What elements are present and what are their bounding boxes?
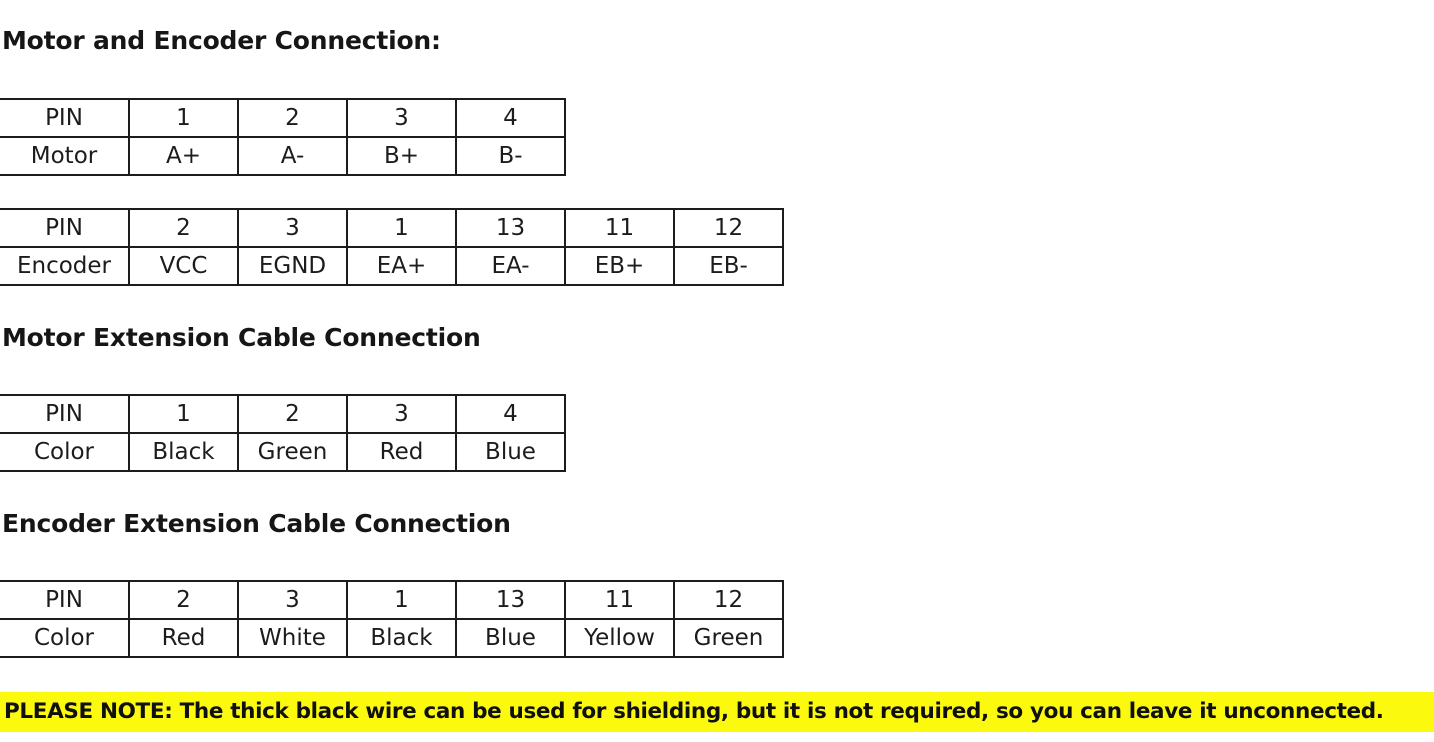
motor-ext-pin-3: 3 [346, 394, 457, 434]
page-title-motor-encoder: Motor and Encoder Connection: [2, 26, 441, 55]
encoder-ext-pin-2: 3 [237, 580, 348, 620]
encoder-ext-color-5: Yellow [564, 618, 675, 658]
encoder-ext-color-3: Black [346, 618, 457, 658]
encoder-ext-color-1: Red [128, 618, 239, 658]
motor-ext-color-4: Blue [455, 432, 566, 472]
motor-ext-color-2: Green [237, 432, 348, 472]
encoder-ext-color-4: Blue [455, 618, 566, 658]
page-title-encoder-extension: Encoder Extension Cable Connection [2, 509, 511, 538]
motor-signal-3: B+ [346, 136, 457, 176]
encoder-pin-5: 11 [564, 208, 675, 248]
encoder-pin-6: 12 [673, 208, 784, 248]
please-note-banner: PLEASE NOTE: The thick black wire can be… [0, 692, 1434, 732]
table-row: PIN 2 3 1 13 11 12 [0, 580, 784, 620]
motor-signal-4: B- [455, 136, 566, 176]
encoder-pin-header: PIN [0, 208, 130, 248]
encoder-pin-4: 13 [455, 208, 566, 248]
table-row: Encoder VCC EGND EA+ EA- EB+ EB- [0, 246, 784, 286]
motor-pin-4: 4 [455, 98, 566, 138]
table-row: Color Red White Black Blue Yellow Green [0, 618, 784, 658]
encoder-ext-pin-4: 13 [455, 580, 566, 620]
encoder-connection-table: PIN 2 3 1 13 11 12 Encoder VCC EGND EA+ … [0, 208, 784, 286]
page-title-motor-extension: Motor Extension Cable Connection [2, 323, 481, 352]
motor-signal-1: A+ [128, 136, 239, 176]
encoder-signal-3: EA+ [346, 246, 457, 286]
encoder-ext-pin-3: 1 [346, 580, 457, 620]
motor-ext-pin-1: 1 [128, 394, 239, 434]
motor-extension-cable-table: PIN 1 2 3 4 Color Black Green Red Blue [0, 394, 566, 472]
encoder-pin-1: 2 [128, 208, 239, 248]
table-row: Color Black Green Red Blue [0, 432, 566, 472]
encoder-ext-color-header: Color [0, 618, 130, 658]
encoder-ext-pin-1: 2 [128, 580, 239, 620]
encoder-pin-2: 3 [237, 208, 348, 248]
motor-pin-2: 2 [237, 98, 348, 138]
encoder-signal-4: EA- [455, 246, 566, 286]
table-row: PIN 2 3 1 13 11 12 [0, 208, 784, 248]
encoder-pin-3: 1 [346, 208, 457, 248]
motor-ext-pin-header: PIN [0, 394, 130, 434]
encoder-signal-1: VCC [128, 246, 239, 286]
encoder-signal-6: EB- [673, 246, 784, 286]
motor-ext-color-3: Red [346, 432, 457, 472]
motor-ext-color-1: Black [128, 432, 239, 472]
motor-ext-pin-4: 4 [455, 394, 566, 434]
encoder-ext-color-6: Green [673, 618, 784, 658]
motor-ext-pin-2: 2 [237, 394, 348, 434]
encoder-ext-pin-6: 12 [673, 580, 784, 620]
table-row: PIN 1 2 3 4 [0, 98, 566, 138]
table-row: PIN 1 2 3 4 [0, 394, 566, 434]
table-row: Motor A+ A- B+ B- [0, 136, 566, 176]
encoder-signal-header: Encoder [0, 246, 130, 286]
motor-connection-table: PIN 1 2 3 4 Motor A+ A- B+ B- [0, 98, 566, 176]
encoder-signal-5: EB+ [564, 246, 675, 286]
encoder-ext-color-2: White [237, 618, 348, 658]
motor-ext-color-header: Color [0, 432, 130, 472]
motor-signal-header: Motor [0, 136, 130, 176]
encoder-signal-2: EGND [237, 246, 348, 286]
encoder-ext-pin-5: 11 [564, 580, 675, 620]
encoder-extension-cable-table: PIN 2 3 1 13 11 12 Color Red White Black… [0, 580, 784, 658]
motor-pin-3: 3 [346, 98, 457, 138]
encoder-ext-pin-header: PIN [0, 580, 130, 620]
motor-signal-2: A- [237, 136, 348, 176]
motor-pin-1: 1 [128, 98, 239, 138]
please-note-text: PLEASE NOTE: The thick black wire can be… [4, 699, 1384, 725]
motor-pin-header: PIN [0, 98, 130, 138]
